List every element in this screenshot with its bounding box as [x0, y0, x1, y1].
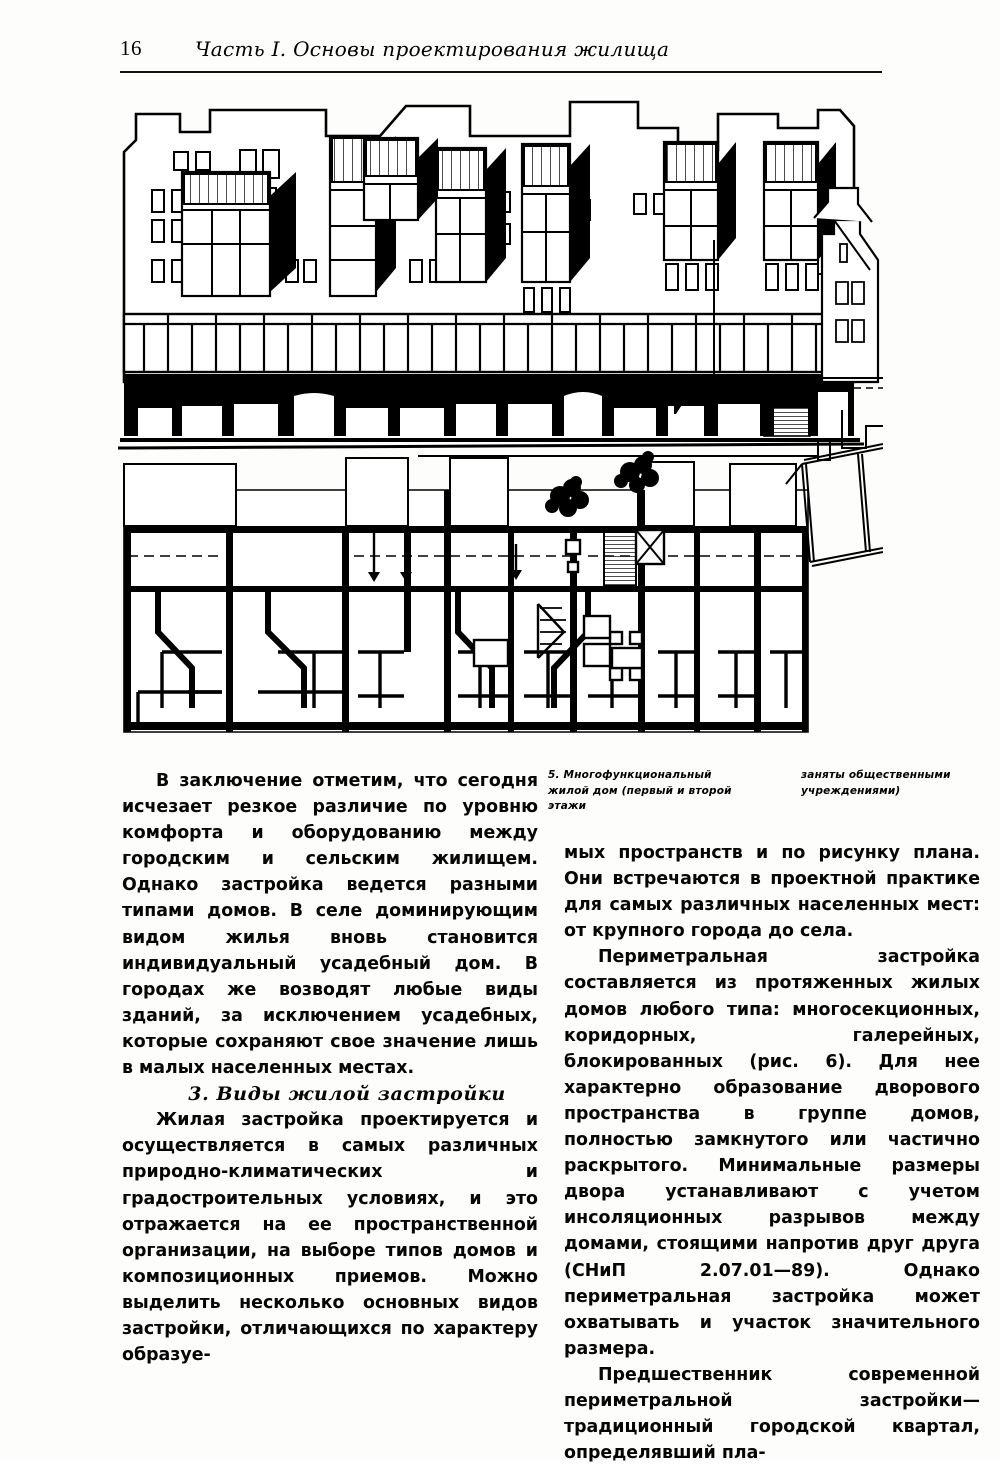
elevation-balcony-bays	[180, 134, 836, 313]
site-plan-rotated	[785, 410, 883, 567]
plan-lift-shaft	[634, 528, 666, 566]
body-text-right-column: мых пространств и по рисунку плана. Они …	[564, 840, 980, 1466]
gable-windows	[835, 243, 865, 343]
plan-entry-arrows	[368, 532, 522, 582]
figure-caption-left: 5. Многофункциональный жилой дом (первый…	[548, 769, 732, 812]
running-head: 16 Часть I. Основы проектирования жилища	[120, 36, 880, 66]
paragraph-predecessor: Предшественник современной периметрально…	[564, 1364, 980, 1464]
plan-secondary-stair	[536, 603, 566, 659]
paragraph-lead-word: Периметральная	[598, 947, 768, 968]
elevation-drawing	[118, 100, 865, 457]
header-rule	[120, 71, 882, 73]
elevation-glazing-band	[122, 312, 856, 374]
plan-balconies	[123, 457, 797, 527]
plan-partitions	[136, 650, 802, 728]
figure-caption: 5. Многофункциональный жилой дом (первый…	[548, 768, 982, 818]
paragraph-housing-development: Жилая застройка проектируется и осуществ…	[122, 1110, 538, 1366]
figure-5-drawings	[118, 92, 883, 742]
architectural-drawing-svg	[118, 100, 883, 733]
body-text-left-column: В заключение отметим, что сегодня исчеза…	[122, 768, 538, 1368]
plan-fixtures	[472, 538, 644, 682]
plan-bearing-walls	[124, 490, 808, 732]
paragraph-perimeter-development: Периметральная застройка составляется из…	[564, 944, 980, 1362]
paragraph-body-text: застройка составляется из протяженных жи…	[564, 947, 980, 1359]
figure-caption-right: заняты общественными учреждениями)	[801, 769, 951, 797]
paragraph-continuation: мых пространств и по рисунку плана. Они …	[564, 843, 980, 942]
traditional-gable-houses	[713, 186, 883, 389]
page-number: 16	[120, 36, 142, 60]
running-head-title: Часть I. Основы проектирования жилища	[195, 37, 670, 61]
plan-trees	[545, 451, 659, 517]
plan-staircase	[603, 531, 637, 587]
section-heading-3: 3. Виды жилой застройки	[188, 1083, 506, 1106]
elevation-ground-arcade	[124, 374, 854, 437]
floor-plan-drawing	[123, 451, 809, 733]
paragraph-conclusion: В заключение отметим, что сегодня исчеза…	[122, 771, 538, 1079]
